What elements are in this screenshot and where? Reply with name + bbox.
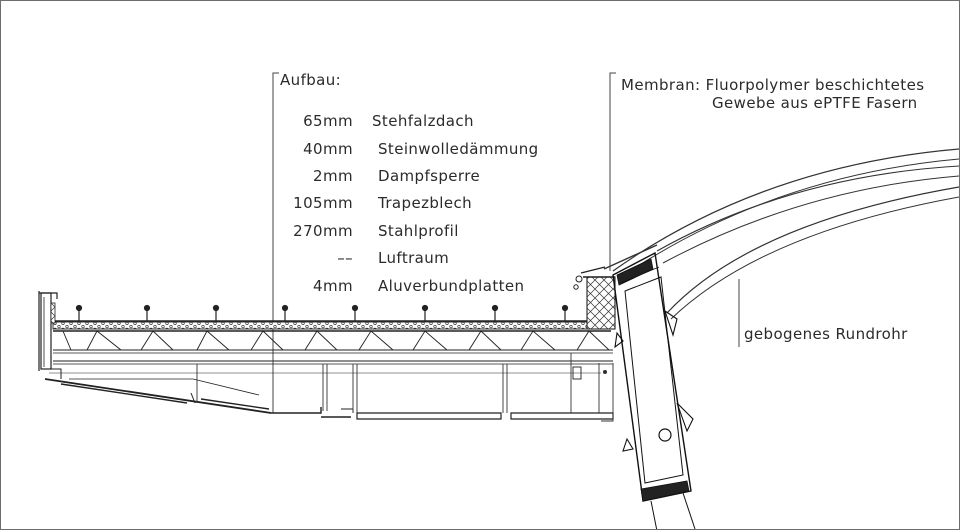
layer-material: Stehfalzdach	[372, 112, 474, 130]
round-tube-label: gebogenes Rundrohr	[744, 325, 908, 343]
layer-thickness: 2mm	[313, 167, 353, 185]
layer-thickness: 4mm	[313, 277, 353, 295]
leader-lines	[272, 72, 740, 413]
layer-material: Trapezblech	[378, 194, 473, 212]
membrane-label-line1: Membran: Fluorpolymer beschichtetes	[621, 76, 925, 94]
soffit-cladding	[44, 372, 614, 420]
layer-material: Luftraum	[378, 249, 450, 267]
arched-round-tube	[603, 148, 959, 320]
membrane-leader-line	[609, 72, 616, 271]
layer-thickness: 65mm	[303, 112, 353, 130]
left-eave	[38, 291, 62, 379]
layer-thickness: 270mm	[293, 222, 353, 240]
inclined-steel-column	[612, 251, 696, 529]
seam-clips	[75, 304, 569, 321]
layer-material: Stahlprofil	[378, 222, 459, 240]
right-insulation-block	[573, 266, 616, 330]
layer-thickness: ––	[337, 249, 353, 267]
layer-material: Steinwolledämmung	[378, 140, 539, 158]
hangers	[196, 353, 614, 422]
membrane-label-line2: Gewebe aus ePTFE Fasern	[712, 94, 918, 112]
layer-material: Aluverbundplatten	[378, 277, 525, 295]
layer-thickness: 105mm	[293, 194, 353, 212]
aufbau-heading: Aufbau:	[280, 71, 342, 89]
aufbau-leader-line	[272, 72, 279, 413]
layer-material: Dampfsperre	[378, 167, 481, 185]
layer-thickness: 40mm	[303, 140, 353, 158]
roof-deck	[52, 320, 613, 365]
